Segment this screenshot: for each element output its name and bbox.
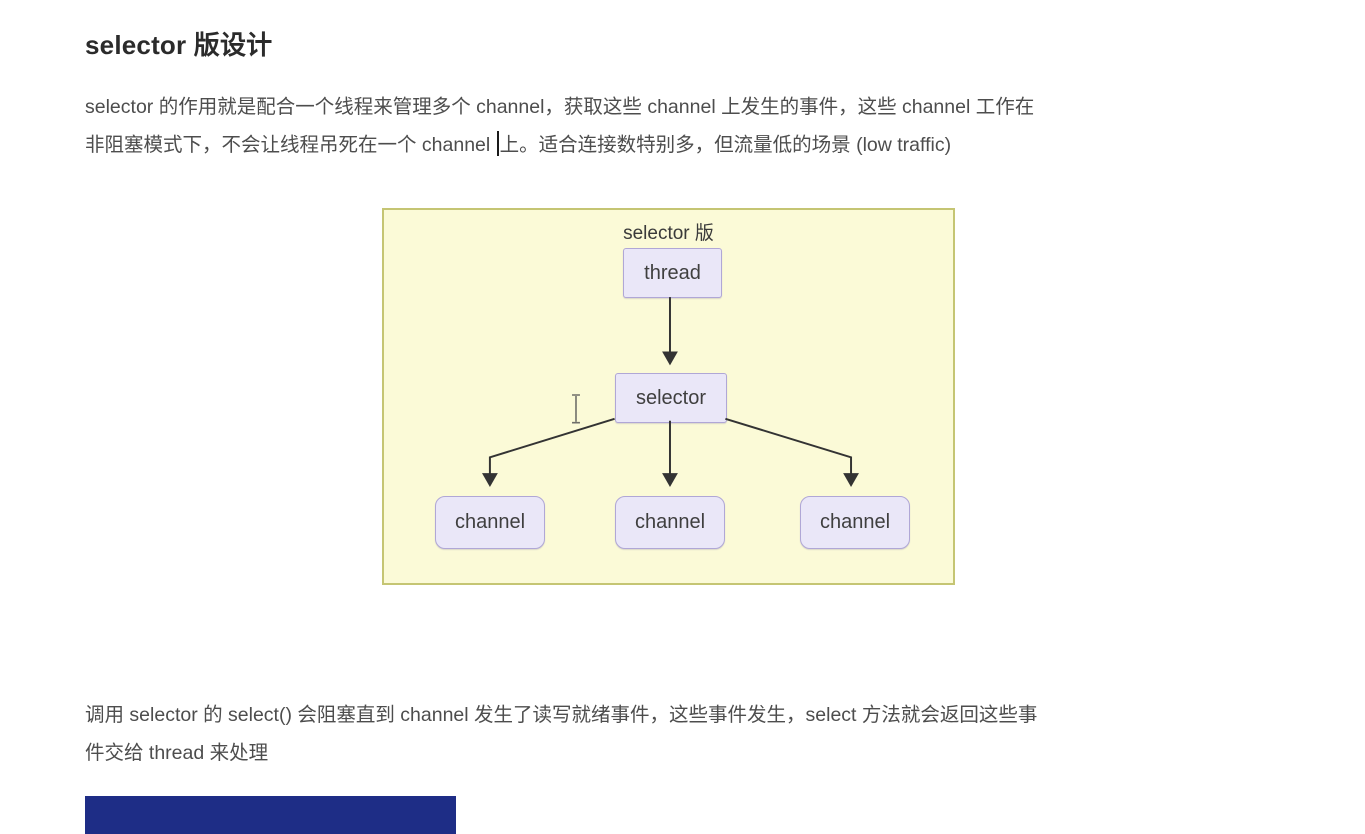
intro-line2-before-caret: 非阻塞模式下，不会让线程吊死在一个 channel — [85, 133, 496, 156]
arrow-selector-to-channel-1 — [481, 417, 615, 488]
diagram-node-selector: selector — [615, 373, 727, 423]
diagram-node-channel-1: channel — [435, 496, 545, 549]
outro-line2[interactable]: 件交给 thread 来处理 — [85, 741, 269, 764]
diagram-node-channel-2: channel — [615, 496, 725, 549]
intro-line2[interactable]: 非阻塞模式下，不会让线程吊死在一个 channel 上。适合连接数特别多，但流量… — [85, 127, 1034, 165]
diagram-node-channel-3: channel — [800, 496, 910, 549]
arrow-selector-to-channel-3 — [725, 417, 859, 488]
intro-paragraph[interactable]: selector 的作用就是配合一个线程来管理多个 channel，获取这些 c… — [85, 89, 1034, 164]
diagram-title: selector 版 — [623, 223, 714, 244]
outro-paragraph[interactable]: 调用 selector 的 select() 会阻塞直到 channel 发生了… — [85, 697, 1037, 772]
intro-line1[interactable]: selector 的作用就是配合一个线程来管理多个 channel，获取这些 c… — [85, 96, 1035, 118]
text-caret — [496, 131, 499, 157]
intro-line2-after-caret: 上。适合连接数特别多，但流量低的场景 (low traffic) — [499, 133, 952, 156]
outro-line1[interactable]: 调用 selector 的 select() 会阻塞直到 channel 发生了… — [85, 704, 1038, 726]
ibeam-cursor-icon — [572, 394, 580, 424]
bottom-blue-bar — [85, 796, 456, 834]
selector-diagram[interactable]: selector 版 thread selector channel chann… — [382, 208, 955, 585]
diagram-node-thread: thread — [623, 248, 722, 298]
diagram-arrows — [481, 297, 859, 488]
page-title: selector 版设计 — [85, 30, 273, 60]
